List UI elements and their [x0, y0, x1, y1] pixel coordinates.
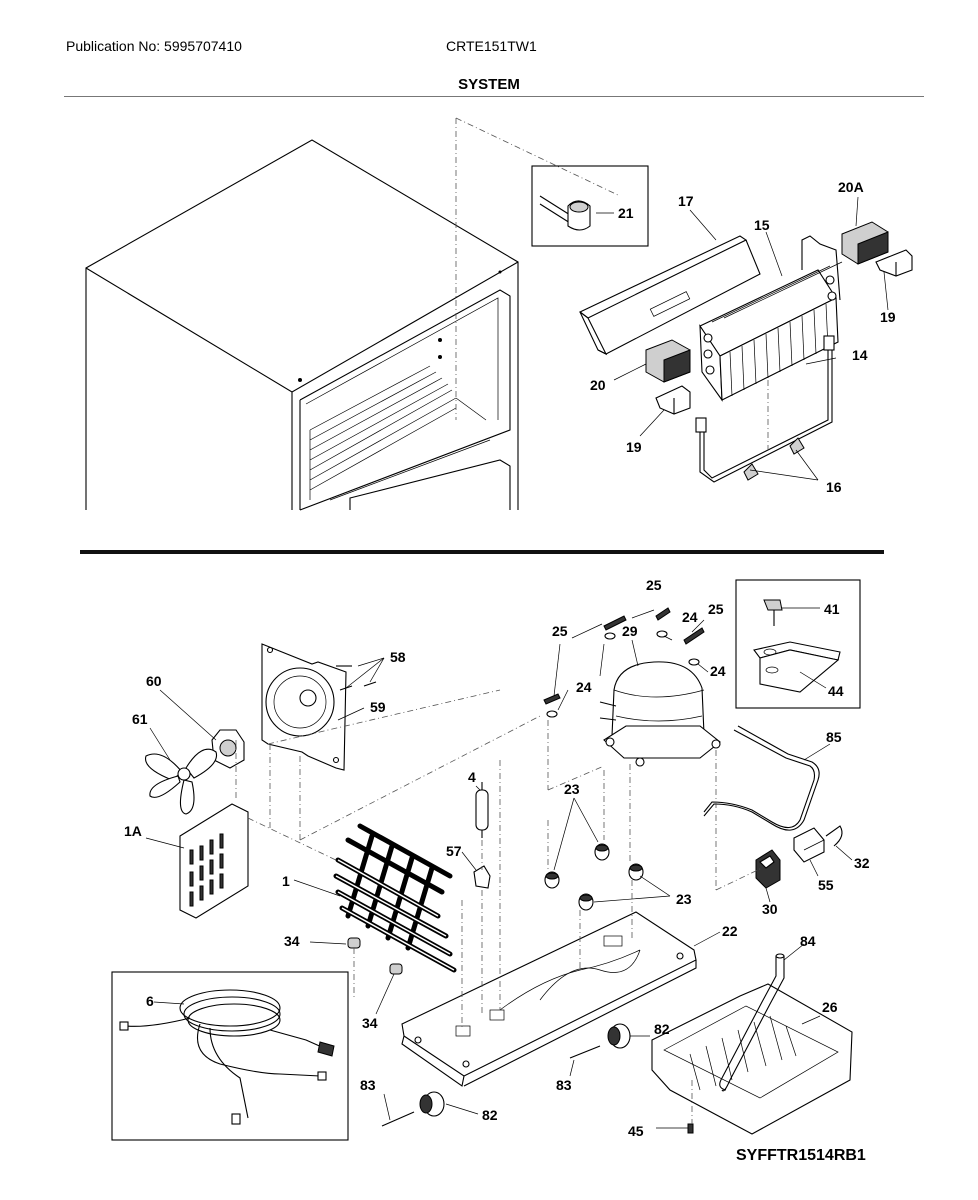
part-16-clips — [743, 437, 805, 481]
label-57: 57 — [446, 843, 462, 859]
part-26-drain-pan — [651, 983, 853, 1135]
leaders-top — [596, 196, 889, 481]
label-84: 84 — [800, 933, 816, 949]
label-32: 32 — [854, 855, 870, 871]
label-55: 55 — [818, 877, 834, 893]
assembly-dash-lines — [235, 689, 763, 1124]
part-60-fan-motor — [211, 729, 245, 769]
part-61-fan-blade — [144, 748, 218, 815]
part-1-condenser — [333, 823, 457, 973]
part-32-wire — [825, 825, 843, 847]
label-17: 17 — [678, 193, 694, 209]
label-26: 26 — [822, 999, 838, 1015]
part-84-drain-tube — [719, 953, 785, 1092]
label-16: 16 — [826, 479, 842, 495]
part-19-clip-left — [655, 385, 691, 415]
part-83-screw-upper — [569, 1045, 601, 1059]
label-24-left: 24 — [576, 679, 592, 695]
inset-part-6-power-cord — [111, 971, 349, 1141]
part-17-evaporator-cover — [578, 235, 761, 356]
label-61: 61 — [132, 711, 148, 727]
part-83-screw-lower — [381, 1111, 415, 1127]
part-1A-panel — [179, 803, 249, 919]
cabinet-drawing — [85, 139, 519, 511]
label-20A: 20A — [838, 179, 864, 195]
diagram-code: SYFFTR1514RB1 — [736, 1147, 866, 1164]
label-19-right: 19 — [880, 309, 896, 325]
label-21: 21 — [618, 205, 634, 221]
label-15: 15 — [754, 217, 770, 233]
part-82-fastener-lower — [419, 1091, 445, 1117]
label-25-right: 25 — [708, 601, 724, 617]
leaders-bottom — [145, 609, 853, 1129]
label-23-upper: 23 — [564, 781, 580, 797]
label-1A: 1A — [124, 823, 142, 839]
part-15-evaporator — [699, 235, 843, 402]
model-number: CRTE151TW1 — [446, 38, 537, 54]
part-23-grommets — [544, 843, 644, 911]
part-4-drier — [475, 782, 489, 838]
part-85-tube — [703, 725, 820, 831]
section-divider — [80, 550, 884, 554]
label-59: 59 — [370, 699, 386, 715]
part-19-clip-right — [875, 249, 913, 277]
label-58: 58 — [390, 649, 406, 665]
label-14: 14 — [852, 347, 868, 363]
publication-number: Publication No: 5995707410 — [66, 38, 242, 54]
label-24-right: 24 — [710, 663, 726, 679]
label-24-top: 24 — [682, 609, 698, 625]
label-85: 85 — [826, 729, 842, 745]
part-30-overload — [755, 849, 781, 889]
label-34-lower: 34 — [362, 1015, 378, 1031]
part-22-base-plate — [401, 911, 697, 1087]
label-60: 60 — [146, 673, 162, 689]
label-25-left: 25 — [552, 623, 568, 639]
inset-parts-41-44 — [735, 579, 861, 709]
label-23-lower: 23 — [676, 891, 692, 907]
label-82-upper: 82 — [654, 1021, 670, 1037]
label-45: 45 — [628, 1123, 644, 1139]
label-44: 44 — [828, 683, 844, 699]
label-20: 20 — [590, 377, 606, 393]
header-rule — [64, 96, 924, 97]
section-title: SYSTEM — [458, 76, 520, 93]
part-55-relay — [793, 827, 825, 863]
label-19-left: 19 — [626, 439, 642, 455]
label-25-top: 25 — [646, 577, 662, 593]
label-29: 29 — [622, 623, 638, 639]
part-34-grommets — [347, 937, 403, 975]
part-82-fastener-upper — [607, 1023, 631, 1049]
label-41: 41 — [824, 601, 840, 617]
label-34-left: 34 — [284, 933, 300, 949]
part-24-washers — [546, 630, 700, 718]
part-25-clips — [543, 607, 705, 705]
part-20-bracket — [645, 339, 691, 383]
label-22: 22 — [722, 923, 738, 939]
part-59-fan-shroud — [261, 643, 347, 771]
inset-part-21 — [531, 165, 649, 247]
label-83-upper: 83 — [556, 1077, 572, 1093]
label-30: 30 — [762, 901, 778, 917]
label-6: 6 — [146, 993, 154, 1009]
part-14-defrost-heater — [695, 335, 835, 483]
part-20A-bracket — [841, 221, 889, 265]
label-4: 4 — [468, 769, 476, 785]
part-29-compressor — [599, 661, 721, 767]
label-82-lower: 82 — [482, 1107, 498, 1123]
label-1: 1 — [282, 873, 290, 889]
label-83-lower: 83 — [360, 1077, 376, 1093]
part-45-screw — [687, 1123, 694, 1134]
